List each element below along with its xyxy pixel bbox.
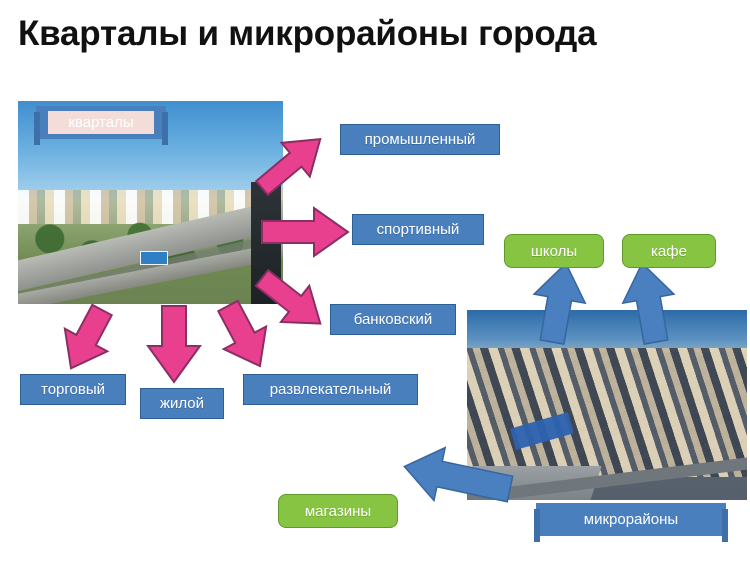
photo-high-rise xyxy=(251,182,281,304)
photo-sky xyxy=(467,310,747,352)
arrow-quarters-to-entertainment xyxy=(216,299,268,368)
label-cafe[interactable]: кафе xyxy=(622,234,716,268)
caption-quarters-label: кварталы xyxy=(48,111,154,134)
label-industrial-quarter[interactable]: промышленный xyxy=(340,124,500,155)
photo-housing-blocks xyxy=(467,348,747,478)
label-trade-quarter[interactable]: торговый xyxy=(20,374,126,405)
arrow-quarters-to-residential xyxy=(146,305,202,384)
arrow-quarters-to-trade xyxy=(63,303,114,370)
photo-billboard xyxy=(139,251,168,266)
label-residential-quarter[interactable]: жилой xyxy=(140,388,224,419)
caption-quarters: кварталы xyxy=(34,106,168,145)
label-entertainment-quarter[interactable]: развлекательный xyxy=(243,374,418,405)
label-bank-quarter[interactable]: банковский xyxy=(330,304,456,335)
photo-microdistrict xyxy=(467,310,747,500)
label-schools[interactable]: школы xyxy=(504,234,604,268)
label-sport-quarter[interactable]: спортивный xyxy=(352,214,484,245)
label-shops[interactable]: магазины xyxy=(278,494,398,528)
page-title: Кварталы и микрорайоны города xyxy=(18,14,597,53)
caption-microdistricts: микрорайоны xyxy=(534,503,728,542)
